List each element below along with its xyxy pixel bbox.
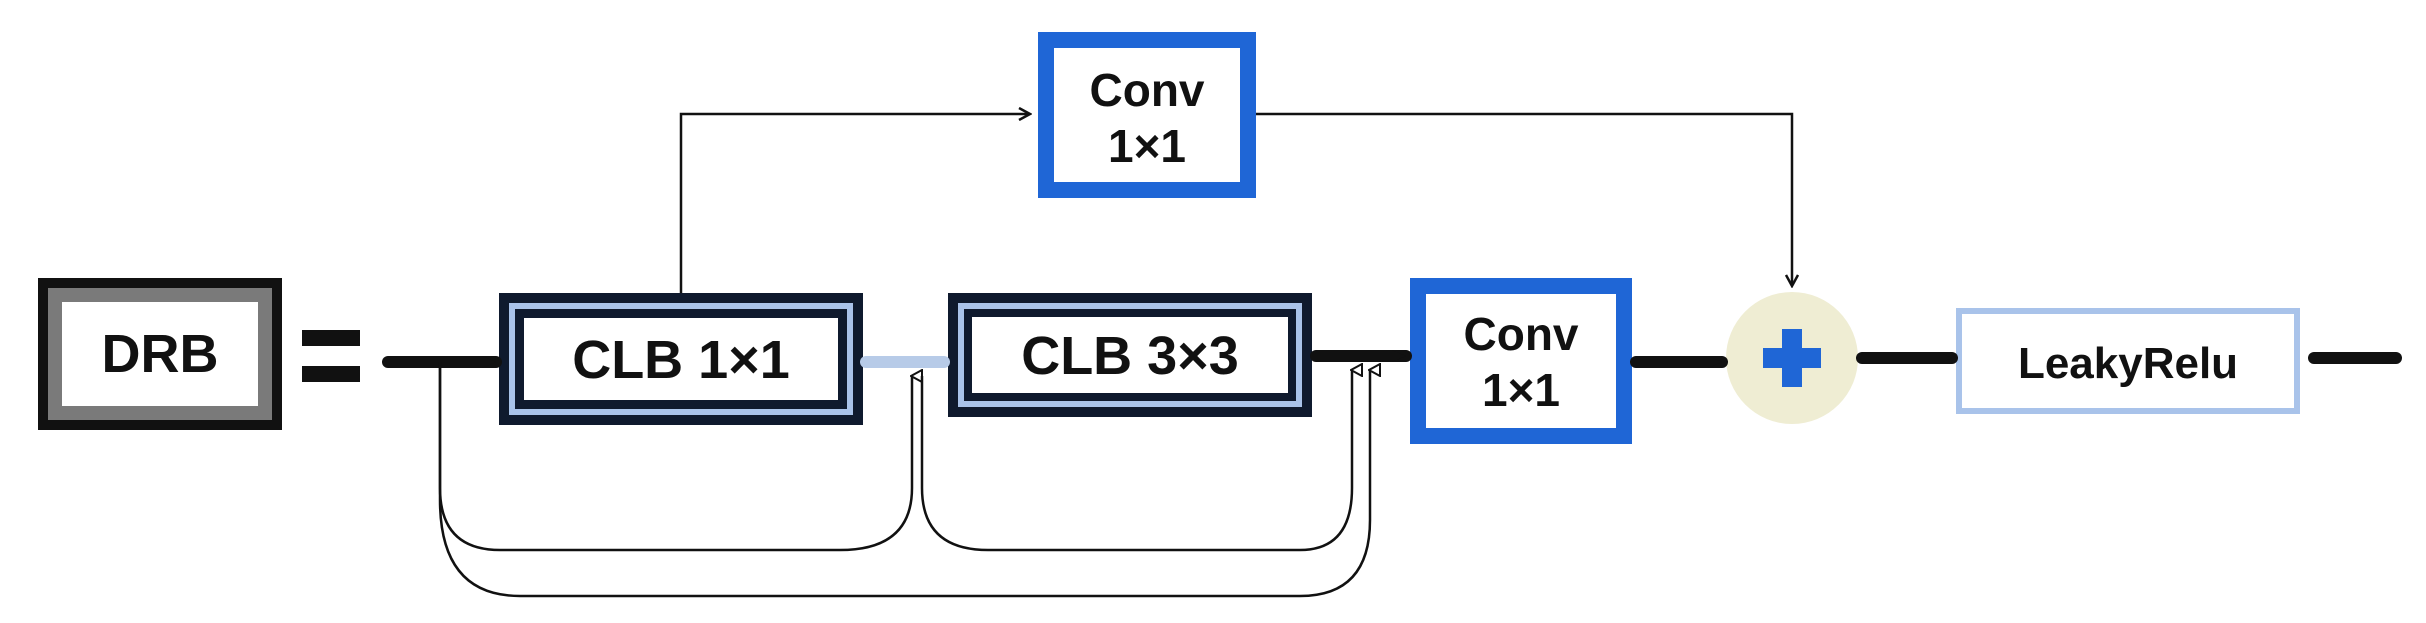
conv-1x1-mid-block: Conv 1×1 [1410, 278, 1632, 444]
clb-3x3-label: CLB 3×3 [1021, 326, 1239, 386]
skip-input-to-conv [438, 362, 1370, 598]
conv-top-to-add-arrow [1256, 112, 1792, 286]
clb1-to-conv-top-arrow [679, 114, 1030, 293]
skip-input-to-clb3 [438, 362, 912, 552]
add-node [1726, 292, 1858, 424]
plus-icon-v [1782, 329, 1802, 387]
clb-1x1-block: CLB 1×1 [499, 293, 863, 425]
equals-sign [302, 330, 360, 382]
leakyrelu-block: LeakyRelu [1956, 308, 2300, 414]
conv-top-line2: 1×1 [1108, 120, 1186, 172]
conv-mid-line1: Conv [1464, 308, 1579, 360]
drb-label: DRB [102, 324, 219, 384]
clb-1x1-label: CLB 1×1 [572, 330, 790, 390]
clb-3x3-block: CLB 3×3 [948, 293, 1312, 417]
connections [382, 112, 2402, 598]
conv-top-line1: Conv [1090, 64, 1205, 116]
leakyrelu-label: LeakyRelu [2018, 339, 2238, 388]
conv-mid-line2: 1×1 [1482, 364, 1560, 416]
conv-1x1-top-block: Conv 1×1 [1038, 32, 1256, 198]
drb-block: DRB [38, 278, 282, 430]
skip-clb1-to-conv [920, 370, 1352, 552]
